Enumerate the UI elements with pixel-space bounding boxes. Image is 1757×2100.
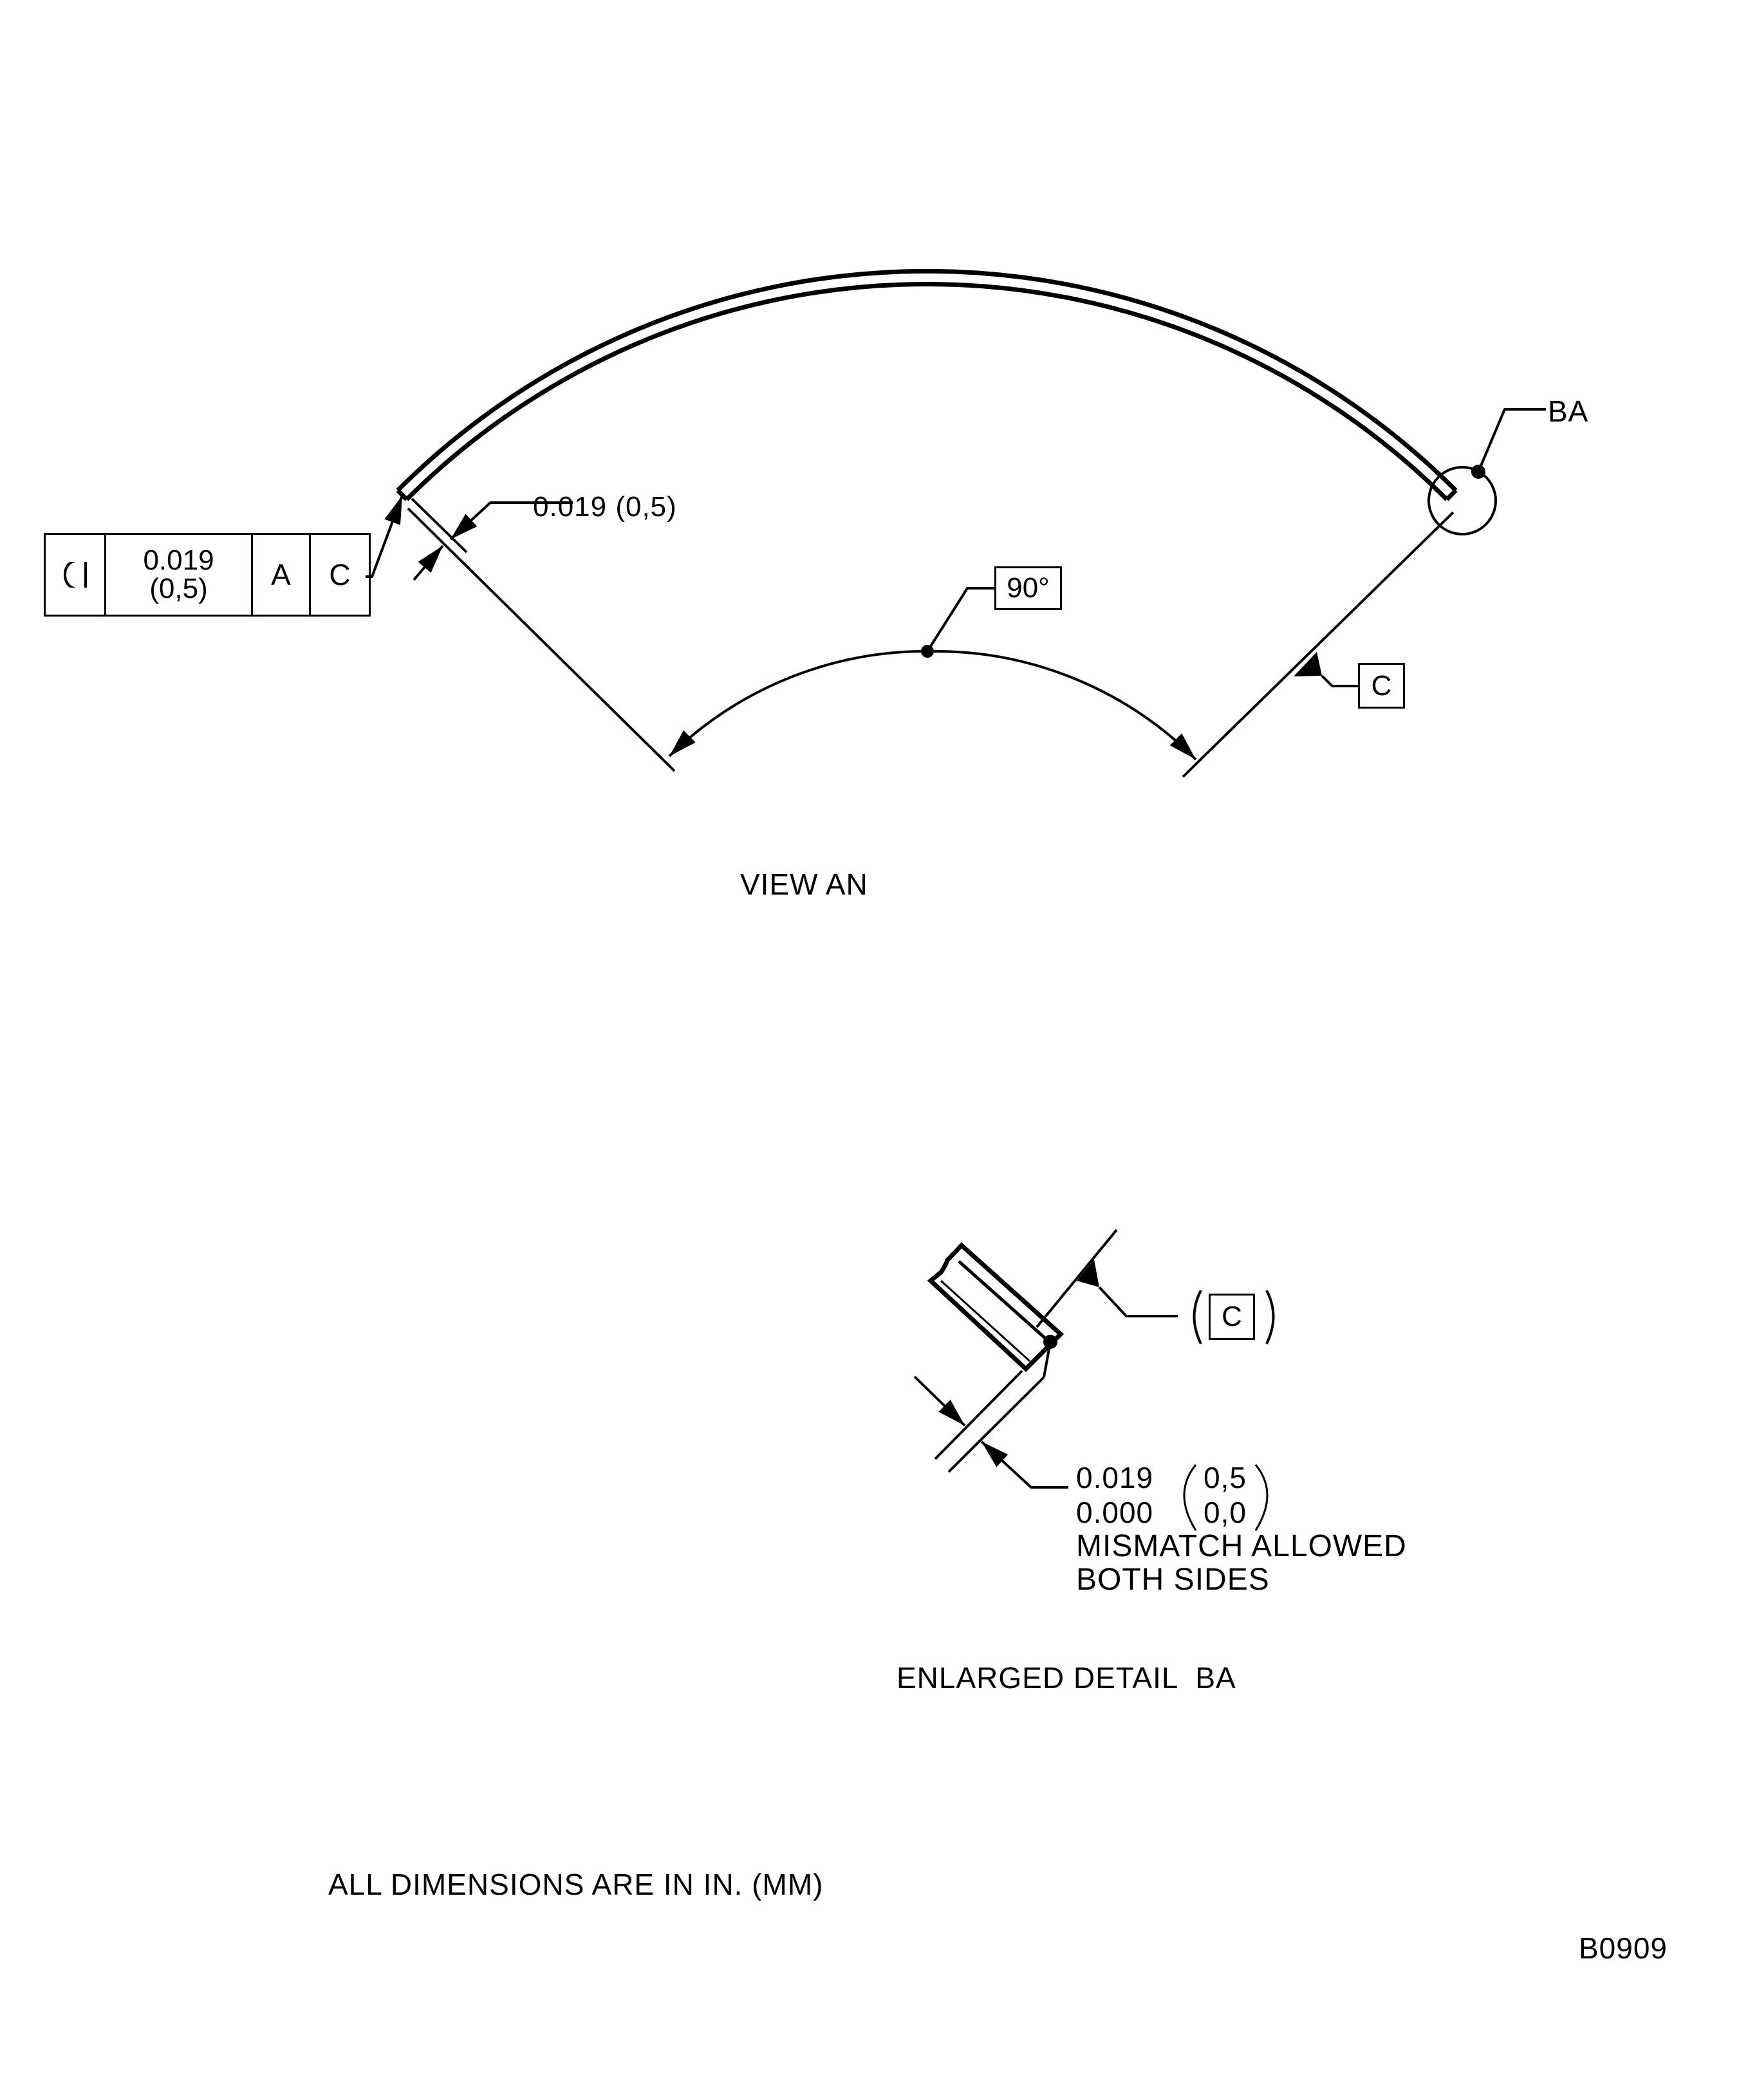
tolerance-inch: 0.019 — [143, 544, 214, 576]
curved-part-outline — [396, 268, 1458, 501]
detail-paren-right — [1265, 1290, 1275, 1344]
fcf-leader — [366, 495, 404, 578]
angle-dimension-box: 90° — [994, 566, 1062, 610]
view-an-title: VIEW AN — [740, 868, 868, 901]
drawing-id: B0909 — [1579, 1931, 1668, 1965]
note-line1-mm: 0,5 — [1204, 1461, 1247, 1494]
detail-ba-part — [927, 1242, 1064, 1372]
datum-primary-cell: A — [253, 535, 311, 615]
note-paren-left — [1183, 1464, 1197, 1531]
datum-c-box: C — [1358, 663, 1405, 709]
note-line2-inch: 0.000 — [1076, 1496, 1154, 1529]
feature-control-frame: 0.019 (0,5) A C — [44, 533, 371, 617]
detail-datum-leader — [1098, 1286, 1178, 1317]
radial-extension-lines — [407, 497, 1455, 778]
datum-secondary: C — [329, 558, 351, 591]
thickness-dimension-label: 0.019 (0,5) — [533, 491, 677, 523]
detail-mismatch-lines — [934, 1341, 1052, 1473]
angle-leader — [926, 587, 994, 653]
profile-of-surface-symbol-cell — [46, 535, 106, 615]
note-line4: BOTH SIDES — [1076, 1563, 1270, 1597]
detail-paren-left — [1193, 1290, 1202, 1344]
datum-primary: A — [271, 558, 291, 591]
detail-ba-leader — [1477, 408, 1546, 472]
note-line2-mm: 0,0 — [1204, 1496, 1247, 1529]
units-note: ALL DIMENSIONS ARE IN IN. (MM) — [328, 1868, 824, 1901]
datum-c-letter: C — [1371, 669, 1392, 702]
note-line1-inch: 0.019 — [1076, 1461, 1154, 1494]
angle-dimension-arc — [668, 649, 1197, 761]
tolerance-mm: (0,5) — [149, 573, 208, 604]
detail-datum-c-box: C — [1209, 1294, 1255, 1340]
profile-of-a-surface-icon — [63, 562, 87, 588]
detail-mismatch-dimension — [913, 1375, 1068, 1489]
note-paren-right — [1254, 1464, 1269, 1531]
detail-datum-c-letter: C — [1222, 1301, 1242, 1332]
detail-extension-line — [1036, 1229, 1118, 1328]
tolerance-cell: 0.019 (0,5) — [106, 535, 253, 615]
detail-datum-triangle — [1077, 1259, 1099, 1287]
detail-ba-callout-label: BA — [1548, 395, 1589, 428]
datum-secondary-cell: C — [311, 535, 369, 615]
datum-c-indicator — [1294, 652, 1358, 687]
thickness-dimension — [413, 501, 573, 581]
detail-ba-circle — [1427, 466, 1497, 535]
note-line3: MISMATCH ALLOWED — [1076, 1529, 1407, 1563]
angle-dimension-value: 90° — [1007, 572, 1050, 604]
detail-ba-title: ENLARGED DETAIL BA — [897, 1661, 1236, 1695]
